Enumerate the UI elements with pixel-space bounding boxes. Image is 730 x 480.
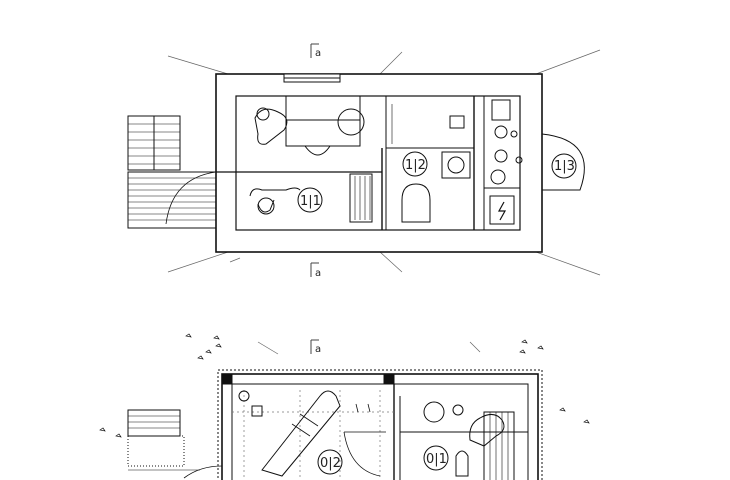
bed	[285, 95, 361, 147]
room-1-3: 1|3	[489, 99, 585, 225]
round-table	[337, 108, 365, 136]
outer-wall-lower	[221, 373, 539, 480]
room-label-0-1: 0|1	[426, 452, 447, 467]
room-label-1-2: 1|2	[405, 158, 426, 173]
room-0-2: 0|2	[238, 390, 386, 477]
lower-floor-plan: a	[99, 333, 590, 480]
room-1-1: 1|1	[249, 173, 373, 223]
entry-door-swing	[541, 133, 585, 191]
bottle-figure	[455, 450, 469, 477]
section-marker-label: a	[315, 48, 321, 59]
site-boundary	[217, 369, 543, 480]
section-marker-label: a	[315, 344, 321, 355]
bench	[483, 411, 515, 480]
standing-figure	[469, 414, 505, 447]
shower-tray	[441, 151, 471, 179]
exterior-stair-lower	[127, 409, 223, 479]
room-0-1: 0|1	[423, 401, 515, 480]
door-swing	[165, 171, 217, 225]
room-label-0-2: 0|2	[320, 456, 341, 471]
landscape-stones	[99, 333, 590, 438]
room-label-1-3: 1|3	[554, 159, 575, 174]
door-swing-lower	[343, 431, 386, 477]
room-label-1-1: 1|1	[300, 194, 321, 209]
section-marker-bottom: a	[310, 262, 321, 279]
exterior-stair	[127, 115, 217, 229]
radiator	[349, 173, 373, 223]
electric-panel	[489, 195, 515, 225]
section-marker-lower: a	[310, 339, 321, 355]
room-circle	[297, 187, 323, 213]
sleeping-figure	[254, 108, 288, 145]
upper-floor-plan: a a	[127, 43, 601, 279]
dimension-leaders-lower	[257, 341, 481, 355]
sink	[423, 401, 445, 423]
room-1-2: 1|2	[391, 104, 471, 223]
dimension-leaders	[167, 49, 601, 276]
inner-wall	[235, 95, 521, 231]
inner-wall-lower	[231, 383, 529, 480]
reclining-figure	[249, 187, 301, 213]
section-marker-label: a	[315, 268, 321, 279]
toilet	[401, 183, 431, 223]
outer-wall	[215, 73, 543, 253]
reclining-figure-lower	[261, 390, 341, 477]
section-marker-top: a	[310, 43, 321, 59]
